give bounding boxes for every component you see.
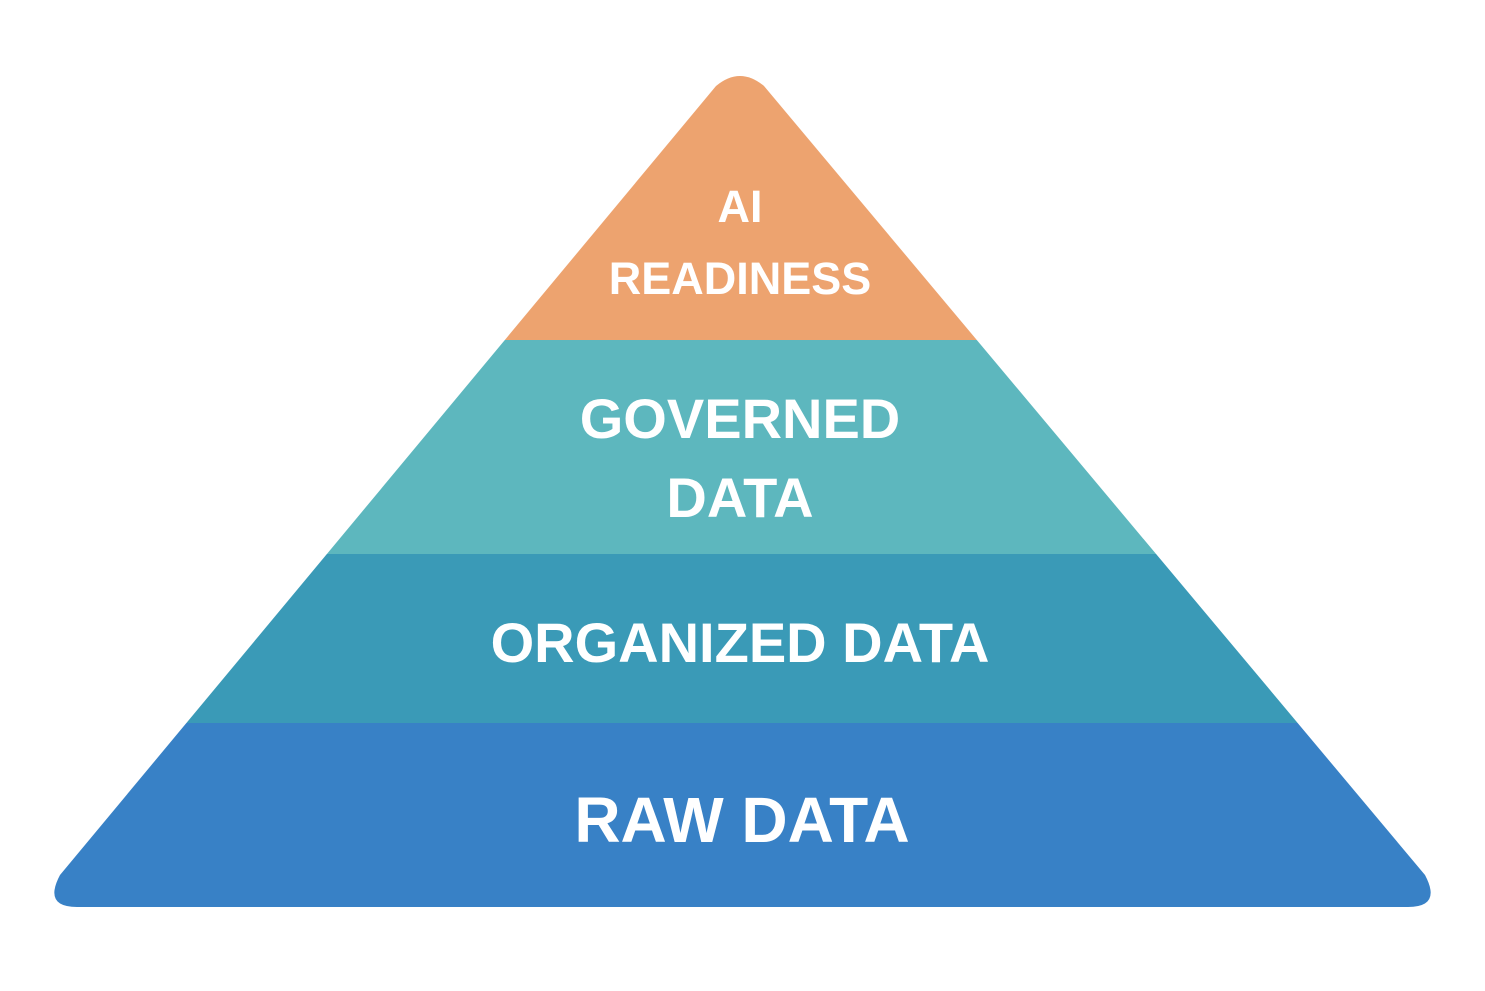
tier-raw-data-label: RAW DATA	[574, 784, 909, 856]
tier-governed-data-label-line2: DATA	[666, 466, 813, 529]
tier-ai-readiness-label-line1: AI	[718, 181, 763, 232]
tier-organized-data-label: ORGANIZED DATA	[491, 611, 990, 674]
tier-governed-data-label-line1: GOVERNED	[580, 387, 901, 450]
tier-ai-readiness-label-line2: READINESS	[609, 253, 872, 304]
tier-raw-data-band	[54, 723, 1431, 907]
